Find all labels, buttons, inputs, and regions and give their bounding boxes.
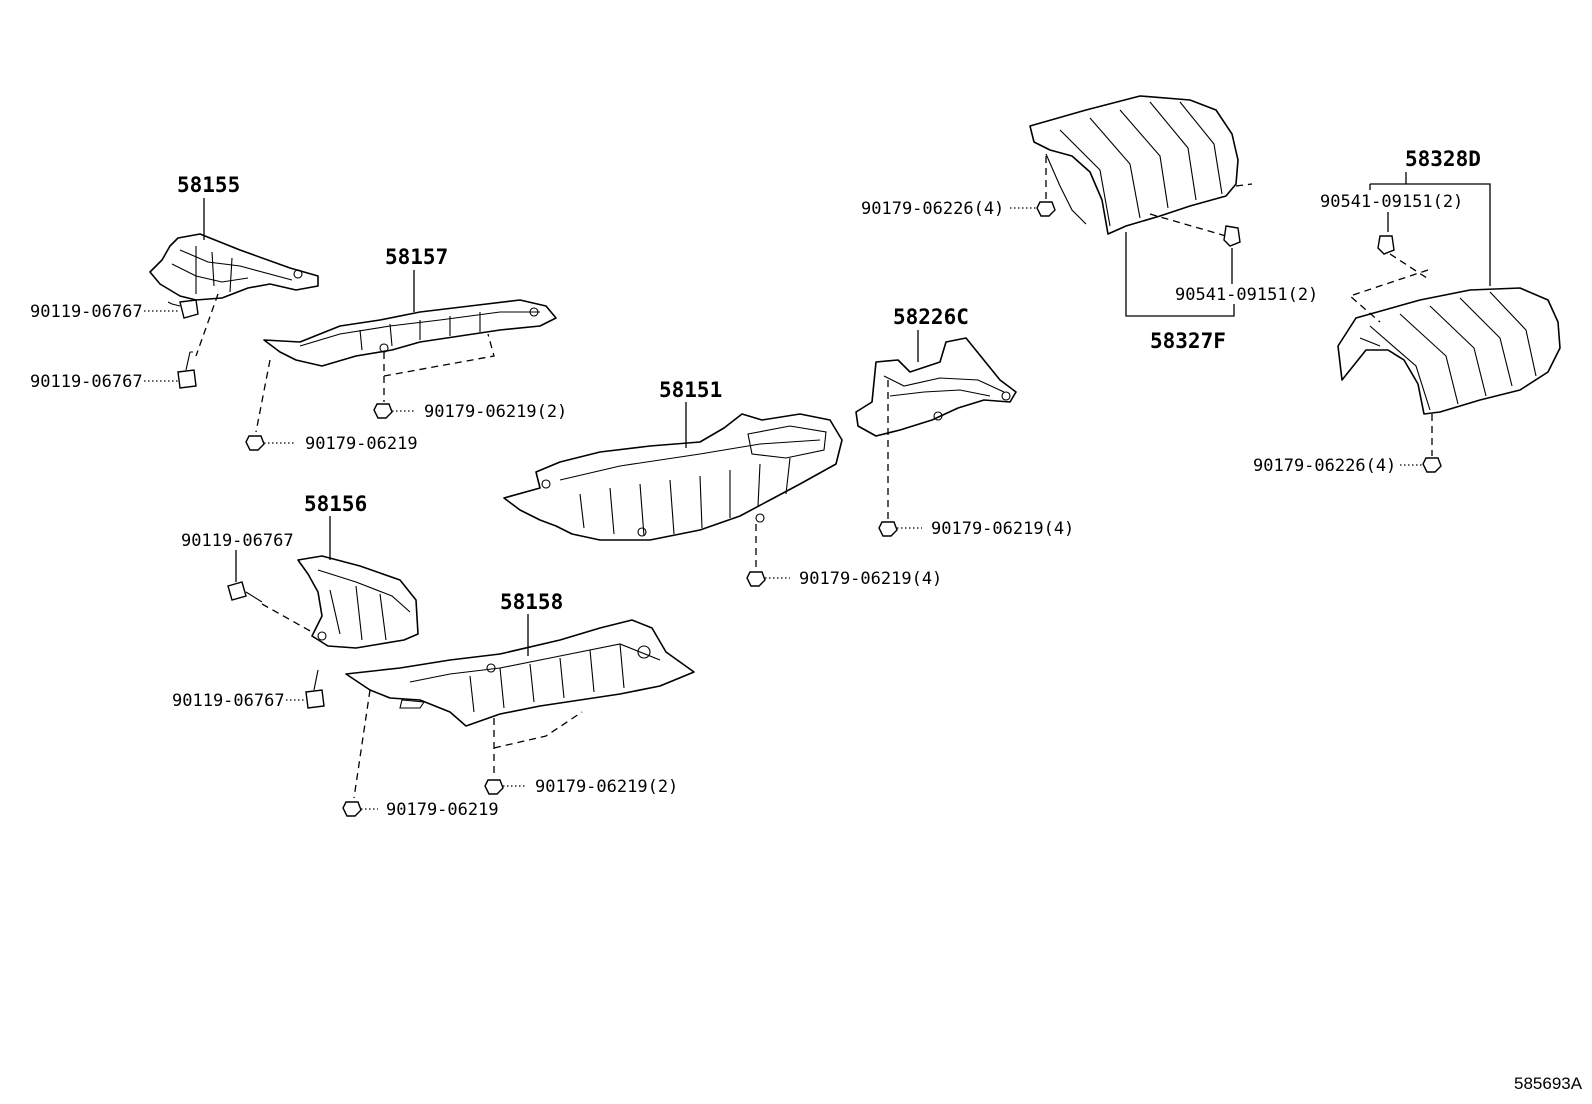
bolt-icon	[305, 669, 325, 709]
part-58328D-heat-insulator	[1337, 287, 1561, 415]
fastener-label: 90179-06219	[386, 800, 499, 820]
part-number-58327F: 58327F	[1150, 329, 1226, 353]
nut-icon	[245, 435, 265, 451]
part-58156-heat-insulator	[297, 555, 419, 649]
bolt-icon	[167, 299, 199, 319]
part-number-58226C: 58226C	[893, 305, 969, 329]
nut-icon	[1036, 201, 1056, 217]
part-number-58155: 58155	[177, 173, 240, 197]
part-number-58328D: 58328D	[1405, 147, 1481, 171]
clip-icon	[1377, 235, 1395, 255]
fastener-label: 90179-06219	[305, 434, 418, 454]
nut-icon	[342, 801, 362, 817]
fastener-label: 90541-09151(2)	[1320, 192, 1463, 212]
bolt-icon	[177, 351, 197, 389]
nut-icon	[1422, 457, 1442, 473]
fastener-label: 90541-09151(2)	[1175, 285, 1318, 305]
fastener-label: 90179-06219(4)	[799, 569, 942, 589]
part-number-58156: 58156	[304, 492, 367, 516]
clip-icon	[1223, 225, 1241, 247]
part-number-58151: 58151	[659, 378, 722, 402]
bolt-icon	[227, 581, 263, 603]
nut-icon	[484, 779, 504, 795]
nut-icon	[878, 521, 898, 537]
fastener-label: 90179-06219(2)	[424, 402, 567, 422]
part-number-58157: 58157	[385, 245, 448, 269]
diagram-reference-code: 585693A	[1514, 1074, 1583, 1093]
fastener-label: 90179-06226(4)	[861, 199, 1004, 219]
part-58158-heat-insulator	[345, 619, 695, 727]
fastener-label: 90119-06767	[30, 302, 143, 322]
fastener-label: 90179-06226(4)	[1253, 456, 1396, 476]
part-58157-heat-insulator	[263, 299, 557, 367]
part-58151-heat-insulator	[503, 413, 843, 541]
part-58226C-heat-insulator	[855, 337, 1017, 437]
fastener-label: 90179-06219(4)	[931, 519, 1074, 539]
part-58155-heat-insulator	[149, 233, 319, 301]
fastener-label: 90119-06767	[172, 691, 285, 711]
part-number-58158: 58158	[500, 590, 563, 614]
part-58327F-heat-insulator	[1029, 95, 1239, 235]
nut-icon	[746, 571, 766, 587]
fastener-label: 90119-06767	[30, 372, 143, 392]
fastener-label: 90119-06767	[181, 531, 294, 551]
nut-icon	[373, 403, 393, 419]
fastener-label: 90179-06219(2)	[535, 777, 678, 797]
